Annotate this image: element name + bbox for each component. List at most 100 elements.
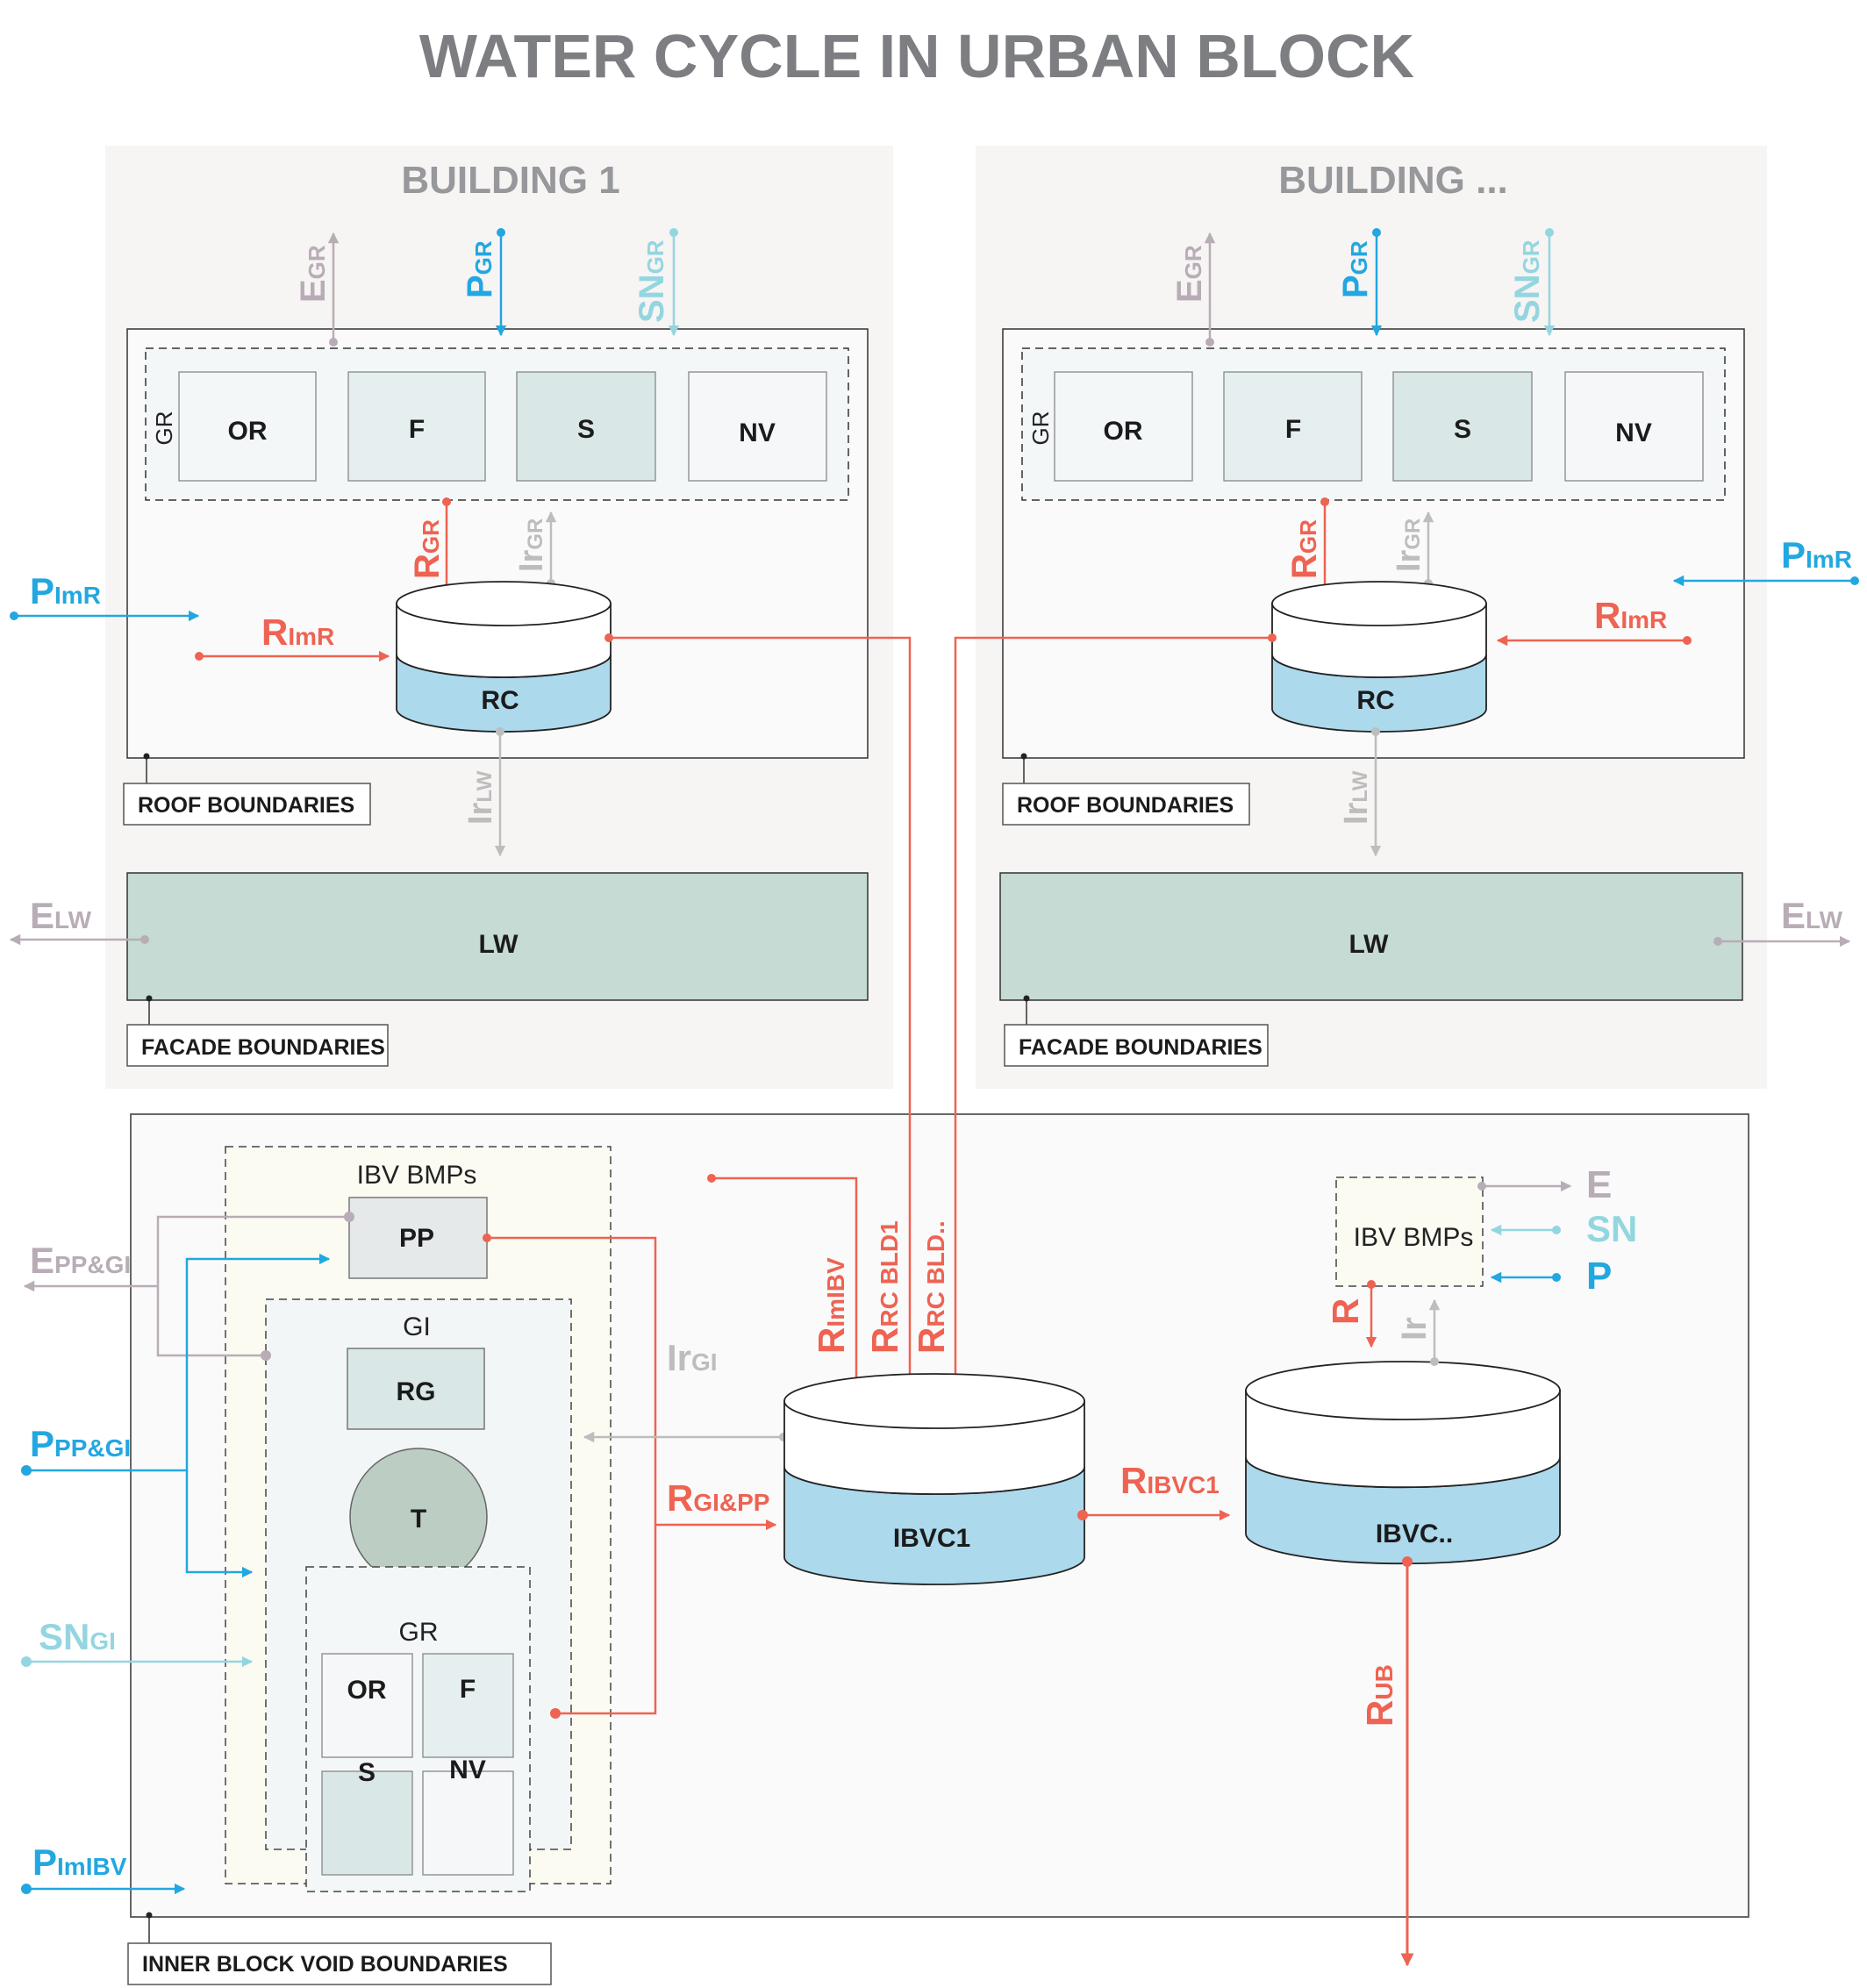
flow-r-ub-origin bbox=[1402, 1556, 1413, 1567]
flow-r-gr-origin bbox=[1320, 497, 1329, 506]
rc-label: RC bbox=[481, 686, 519, 715]
cell-s bbox=[516, 371, 656, 482]
inner-cell-or bbox=[321, 1653, 413, 1758]
flow-p-imr-origin bbox=[1850, 576, 1859, 585]
roof-boundary-dot bbox=[1020, 753, 1027, 760]
flow-r-gr-origin bbox=[442, 497, 451, 506]
cell-or-label: OR bbox=[1104, 417, 1143, 446]
flow-p-ppgi-label: PPP&GI bbox=[30, 1423, 131, 1464]
inner-block-cistern-1: IBVC1 bbox=[783, 1373, 1085, 1585]
flow-e-ppgi-origin-gi bbox=[261, 1350, 271, 1361]
flow-r-ibvc1-label: RIBVC1 bbox=[1120, 1460, 1220, 1501]
building-n: BUILDING ... GR OR F S NV EGR PGR SNGR R… bbox=[976, 146, 1859, 1089]
roof-boundary-label: ROOF BOUNDARIES bbox=[1017, 793, 1234, 818]
flow-p-imibv-origin bbox=[21, 1884, 32, 1894]
permeable-pavement bbox=[348, 1197, 488, 1279]
cell-f-label: F bbox=[1285, 415, 1301, 444]
facade-boundary-tag bbox=[1004, 1024, 1269, 1067]
rainwater-cistern: RC bbox=[1271, 581, 1487, 733]
flow-p-imr-label: PImR bbox=[30, 570, 101, 611]
inner-cell-s-label: S bbox=[358, 1758, 376, 1787]
building-title: BUILDING 1 bbox=[401, 159, 619, 202]
living-wall bbox=[999, 872, 1743, 1001]
rc-label: RC bbox=[1356, 686, 1394, 715]
flow-r-gr-label: RGR bbox=[1285, 519, 1324, 579]
flow-p-label: P bbox=[1586, 1255, 1612, 1298]
flow-sn-gr-label: SNGR bbox=[1508, 240, 1547, 323]
flow-r-gipp-origin-gi bbox=[550, 1708, 561, 1719]
inner-block-void: IBV BMPs PP GI RG T GR OR F S NV EPP&GI … bbox=[21, 633, 1749, 1985]
diagram-title: WATER CYCLE IN URBAN BLOCK bbox=[419, 22, 1414, 90]
flow-ir-gr-label: IrGR bbox=[1391, 518, 1427, 572]
flow-p-ppgi-origin bbox=[21, 1465, 32, 1476]
flow-e-ppgi-origin-pp bbox=[344, 1212, 354, 1222]
flow-ir-lw-label: IrLW bbox=[1338, 770, 1375, 825]
facade-boundary-dot bbox=[146, 995, 153, 1002]
flow-sn-gr-origin bbox=[669, 228, 678, 237]
flow-e-ppgi-label: EPP&GI bbox=[30, 1240, 131, 1281]
flow-e-lw-origin bbox=[140, 935, 149, 944]
flow-ir-label: Ir bbox=[1395, 1317, 1434, 1341]
roof-boundary-tag bbox=[123, 783, 371, 826]
flow-r-gipp-origin-pp bbox=[483, 1234, 491, 1242]
cell-nv bbox=[1564, 371, 1704, 482]
cell-nv-label: NV bbox=[739, 418, 776, 447]
inner-cell-nv-label: NV bbox=[449, 1756, 486, 1784]
flow-r-gipp-label: RGI&PP bbox=[667, 1477, 769, 1519]
flow-r-label: R bbox=[1325, 1298, 1366, 1325]
flow-r-rcbld1-origin bbox=[604, 633, 613, 642]
flow-p-gr-origin bbox=[1372, 228, 1381, 237]
cell-or bbox=[1054, 371, 1193, 482]
flow-r-gr-label: RGR bbox=[408, 519, 447, 579]
flow-sn-gr-label: SNGR bbox=[633, 240, 671, 323]
cell-f bbox=[1223, 371, 1363, 482]
facade-boundary-label: FACADE BOUNDARIES bbox=[141, 1035, 385, 1060]
inner-block-cistern-n: IBVC.. bbox=[1245, 1361, 1561, 1565]
flow-r-rcbld1-path bbox=[609, 636, 916, 1402]
ibv-bmps-box-2 bbox=[1335, 1176, 1484, 1287]
t-label: T bbox=[411, 1505, 426, 1534]
flow-e-lw-label: ELW bbox=[30, 895, 92, 936]
roof-boundary-tag bbox=[1002, 783, 1250, 826]
ibv-bmps-2-label: IBV BMPs bbox=[1354, 1223, 1474, 1252]
flow-sn-label: SN bbox=[1586, 1208, 1637, 1249]
flow-p-imr-label: PImR bbox=[1781, 534, 1852, 576]
rg-label: RG bbox=[397, 1377, 436, 1406]
flow-r-imr-origin bbox=[195, 652, 204, 661]
cell-f-label: F bbox=[409, 415, 425, 444]
roof-boundary-dot bbox=[143, 753, 150, 760]
inner-boundary-tag bbox=[127, 1942, 552, 1985]
pp-label: PP bbox=[399, 1224, 434, 1253]
inner-cell-f bbox=[422, 1653, 514, 1758]
flow-r-imibv-label: RImIBV bbox=[811, 1257, 852, 1354]
flow-ir-lw-label: IrLW bbox=[462, 770, 499, 825]
building-1: BUILDING 1 GR OR F S NV EGR PGR SNGR RGR… bbox=[9, 146, 893, 1089]
flow-ir-gi-label: IrGI bbox=[667, 1337, 718, 1378]
flow-r-ibvc1-origin bbox=[1077, 1510, 1088, 1520]
cell-s-label: S bbox=[1454, 415, 1471, 444]
flow-ir-lw-origin bbox=[1371, 727, 1380, 736]
flow-r-gipp-path bbox=[487, 1236, 657, 1715]
flow-p-gr-label: PGR bbox=[461, 240, 499, 298]
flow-ir-origin bbox=[1430, 1357, 1439, 1366]
flow-e-gr-label: EGR bbox=[1170, 245, 1209, 303]
flow-r-rcbldn-label: RRC BLD.. bbox=[911, 1220, 952, 1354]
flow-r-imr-label: RImR bbox=[1594, 595, 1667, 636]
flow-e-gr-origin bbox=[1205, 338, 1214, 347]
inner-boundary-dot bbox=[146, 1912, 153, 1919]
flow-r-imibv-origin bbox=[707, 1174, 716, 1183]
flow-e-lw-label: ELW bbox=[1781, 895, 1843, 936]
ibvc1-label: IBVC1 bbox=[893, 1524, 970, 1553]
ibv-bmps-label: IBV BMPs bbox=[357, 1161, 477, 1190]
cell-nv-label: NV bbox=[1615, 418, 1652, 447]
flow-e-lw-origin bbox=[1713, 937, 1722, 946]
flow-e-label: E bbox=[1586, 1163, 1612, 1206]
flow-sn-origin bbox=[1552, 1226, 1561, 1234]
cell-s-label: S bbox=[577, 415, 595, 444]
rain-garden bbox=[347, 1348, 485, 1430]
cell-nv bbox=[688, 371, 827, 482]
flow-r-imr-label: RImR bbox=[261, 611, 334, 653]
rainwater-cistern: RC bbox=[396, 581, 612, 733]
flow-e-origin bbox=[1477, 1182, 1486, 1191]
cell-or bbox=[178, 371, 317, 482]
